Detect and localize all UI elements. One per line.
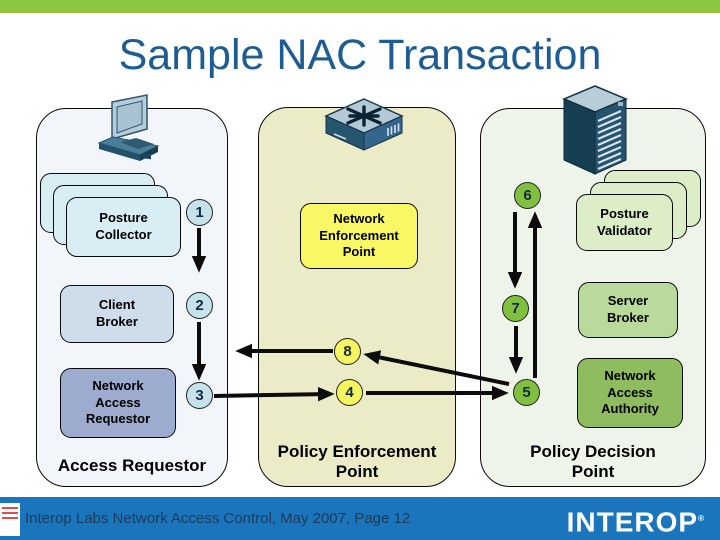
step-5-badge: 5 <box>513 379 540 406</box>
stamp-line <box>2 512 18 514</box>
stamp-line <box>2 507 18 509</box>
step-4-badge: 4 <box>336 379 363 406</box>
step-8-badge: 8 <box>334 338 361 365</box>
trademark-symbol: ® <box>698 514 704 523</box>
policy-enforcement-point-column <box>258 107 456 487</box>
step-1-badge: 1 <box>186 199 213 226</box>
interop-logo: INTEROP® <box>567 497 704 540</box>
footer-bar: Interop Labs Network Access Control, May… <box>0 497 720 540</box>
server-broker-box: Server Broker <box>578 282 678 338</box>
slide-title: Sample NAC Transaction <box>118 31 602 79</box>
laptop-icon <box>97 94 160 161</box>
step-6-badge: 6 <box>514 182 541 209</box>
client-broker-box: Client Broker <box>60 285 174 343</box>
interop-logo-text: INTEROP <box>566 506 699 538</box>
policy-decision-point-label: Policy Decision Point <box>530 442 656 482</box>
network-access-requestor-box: Network Access Requestor <box>60 368 176 438</box>
posture-validator-box: Posture Validator <box>576 194 673 251</box>
policy-enforcement-point-label: Policy Enforcement Point <box>277 442 437 482</box>
posture-collector-box: Posture Collector <box>66 197 181 257</box>
stamp-line <box>2 517 18 519</box>
step-3-badge: 3 <box>186 382 213 409</box>
stamp-icon <box>0 503 20 536</box>
access-requestor-label: Access Requestor <box>57 456 207 475</box>
server-icon <box>562 85 628 175</box>
network-access-authority-box: Network Access Authority <box>577 358 683 428</box>
network-enforcement-point-box: Network Enforcement Point <box>300 203 418 269</box>
footer-text: Interop Labs Network Access Control, May… <box>25 510 411 527</box>
switch-icon <box>324 98 404 151</box>
slide-accent-bar <box>0 0 720 13</box>
step-7-badge: 7 <box>502 295 529 322</box>
step-2-badge: 2 <box>186 292 213 319</box>
